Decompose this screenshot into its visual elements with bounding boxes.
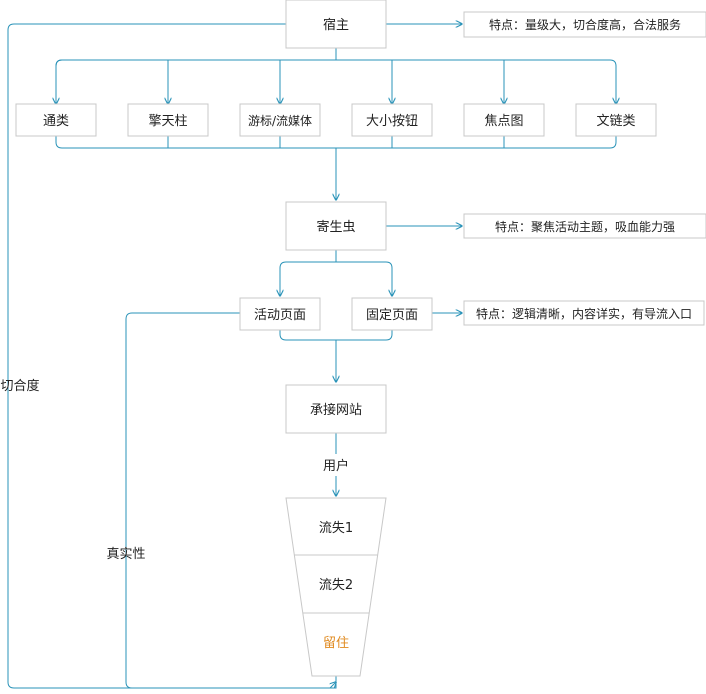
host-label: 宿主 [323,17,349,33]
type-label-1: 通类 [43,114,69,129]
activity-page-box [239,297,321,331]
connectors [7,23,617,689]
parasite-note-text: 特点：聚焦活动主题，吸血能力强 [495,219,675,234]
landing-site-node: 承接网站 [285,384,387,434]
funnel-level-2: 流失2 [319,578,353,593]
type-box-2 [127,103,209,137]
pages-merge-line [279,330,393,341]
parasite-note-box [463,213,706,239]
host-fanout-line [55,48,610,67]
host-note-box [463,11,706,38]
parasite-split-line [286,250,386,263]
host-note-text: 特点：量级大，切合度高，合法服务 [489,17,681,32]
type-label-4: 大小按钮 [366,114,418,129]
landing-site-box [285,384,387,434]
feedback-arrowhead [330,682,336,688]
funnel: 流失1 流失2 留住 [285,497,387,677]
parasite-node: 寄生虫 [285,201,387,251]
type-nodes: 通类 擎天柱 游标/流媒体 大小按钮 焦点图 文链类 [15,103,657,137]
page-nodes: 活动页面 固定页面 [239,297,433,331]
host-note: 特点：量级大，切合度高，合法服务 [463,11,706,38]
funnel-level-3: 留住 [323,636,349,651]
type-label-6: 文链类 [596,114,635,129]
type-label-2: 擎天柱 [148,114,187,129]
authenticity-feedback-loop [125,312,320,689]
fixed-page-label: 固定页面 [366,308,418,323]
activity-page-label: 活动页面 [254,308,306,323]
type-box-6 [575,103,657,137]
host-node: 宿主 [285,0,387,49]
authenticity-label: 真实性 [106,547,145,562]
parasite-box [285,201,387,251]
type-label-5: 焦点图 [484,114,523,129]
host-box [285,0,387,49]
parasite-to-activity-arrow [280,261,287,296]
users-label: 用户 [323,458,349,474]
pages-note-text: 特点：逻辑清晰，内容详实，有导流入口 [476,306,692,321]
parasite-note: 特点：聚焦活动主题，吸血能力强 [463,213,706,239]
type-box-4 [351,103,433,137]
type-box-3 [239,103,321,137]
types-merge-line [55,136,617,149]
parasite-label: 寄生虫 [316,219,355,235]
fixed-page-box [351,297,433,331]
funnel-outline [285,497,387,677]
parasite-to-fixed-arrow [385,261,392,296]
funnel-level-1: 流失1 [319,521,353,536]
pages-note: 特点：逻辑清晰，内容详实，有导流入口 [463,300,705,326]
pages-note-box [463,300,705,326]
type-label-3: 游标/流媒体 [248,114,312,128]
type-box-1 [15,103,97,137]
host-to-type-6-arrow [609,59,616,104]
fit-feedback-loop [7,23,337,689]
host-to-type-1-arrow [56,59,63,104]
type-box-5 [463,103,545,137]
landing-site-label: 承接网站 [310,402,362,418]
fit-label: 切合度 [0,378,39,394]
